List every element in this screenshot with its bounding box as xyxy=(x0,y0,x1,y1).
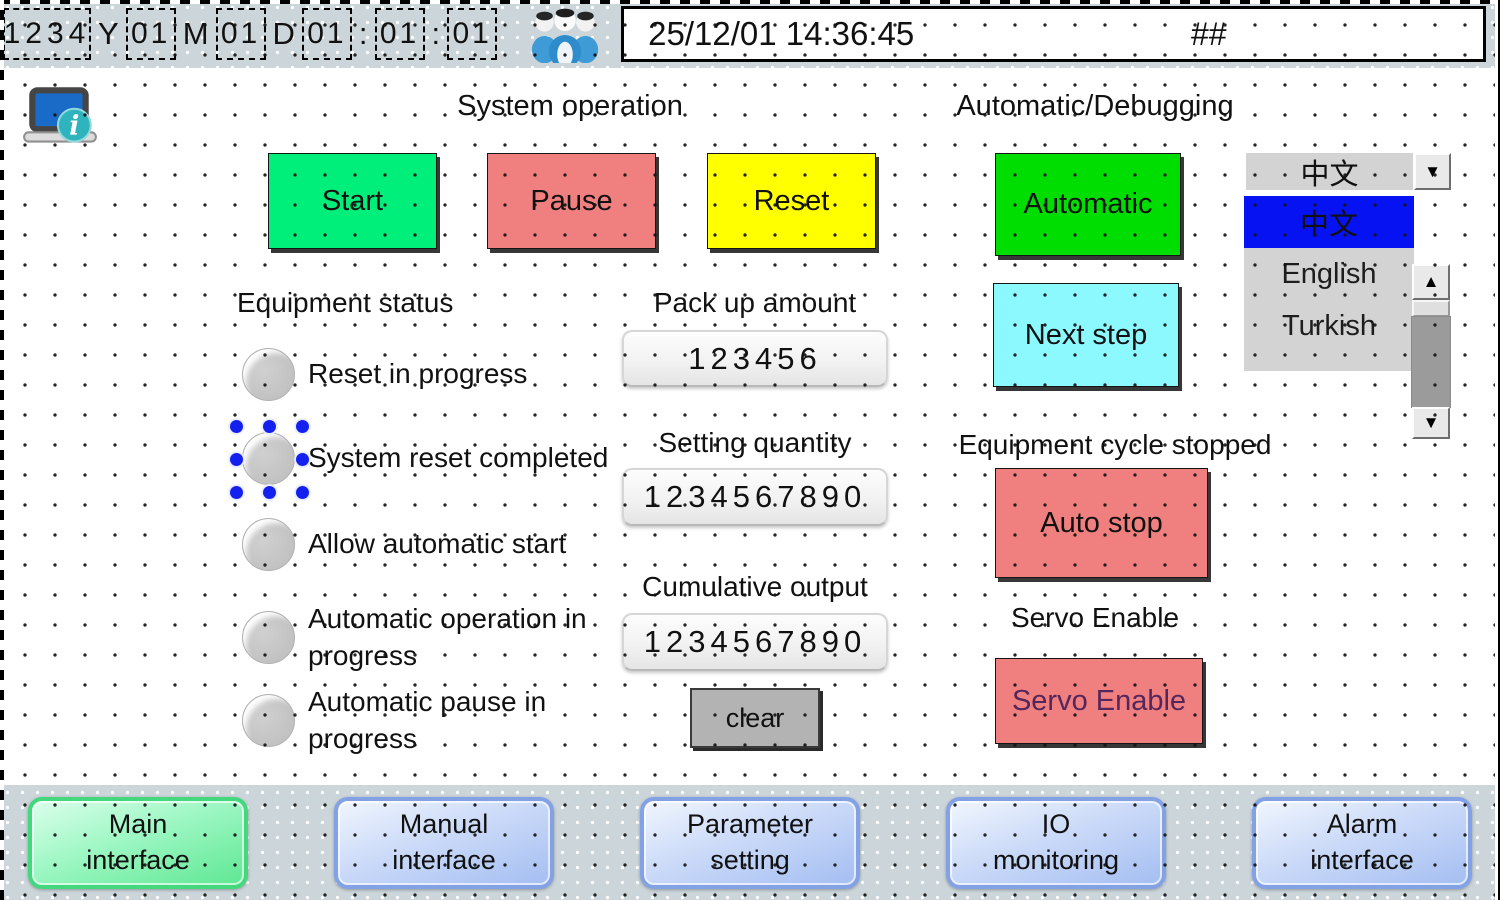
status-lamp-icon xyxy=(242,518,295,571)
language-list-scrollbar: ▲ ▼ xyxy=(1411,264,1451,439)
status-label: System reset completed xyxy=(308,442,609,474)
nav-io-monitoring[interactable]: IO monitoring xyxy=(946,796,1166,889)
selection-handle[interactable] xyxy=(230,453,243,466)
nav-label-line: Parameter xyxy=(686,809,814,840)
hour-field[interactable]: 01 xyxy=(301,8,352,60)
selection-handle[interactable] xyxy=(263,486,276,499)
selection-handle[interactable] xyxy=(230,420,243,433)
language-dropdown-button[interactable]: ▼ xyxy=(1414,153,1451,190)
scrollbar-track[interactable] xyxy=(1412,300,1450,317)
info-letter: i xyxy=(69,110,79,141)
time-colon: : xyxy=(358,16,368,51)
pause-button[interactable]: Pause xyxy=(487,153,656,249)
arrow-up-icon: ▲ xyxy=(1422,272,1440,291)
chevron-down-icon: ▼ xyxy=(1424,161,1441,181)
second-field[interactable]: 01 xyxy=(447,8,498,60)
status-lamp-icon xyxy=(242,611,295,665)
year-field[interactable]: 1234 xyxy=(3,8,91,60)
status-label: Reset in progress xyxy=(308,358,528,390)
setting-quantity-label: Setting quantity xyxy=(658,427,852,458)
nav-manual-interface[interactable]: Manual interface xyxy=(334,796,554,889)
auto-stop-button[interactable]: Auto stop xyxy=(995,468,1208,578)
selection-handle[interactable] xyxy=(263,420,276,433)
status-label: Allow automatic start xyxy=(308,528,567,560)
setting-quantity-field[interactable]: 1234567890 xyxy=(622,468,888,526)
users-group-icon xyxy=(532,8,599,63)
status-label: Automatic pause in progress xyxy=(308,686,547,754)
automatic-button[interactable]: Automatic xyxy=(995,153,1181,256)
status-row: Allow automatic start xyxy=(242,518,566,571)
nav-label-line: IO xyxy=(1041,809,1071,840)
next-step-button[interactable]: Next step xyxy=(993,283,1179,387)
datetime-text: 25/12/01 14:36:45 xyxy=(648,15,915,52)
nav-alarm-interface[interactable]: Alarm interface xyxy=(1252,796,1472,889)
bottom-nav-bar: Main interface Manual interface Paramete… xyxy=(0,785,1500,900)
servo-enable-label: Servo Enable xyxy=(1010,602,1180,633)
selection-marquee-top xyxy=(0,0,1500,4)
selection-handle[interactable] xyxy=(296,486,309,499)
language-option-english[interactable]: English xyxy=(1281,257,1377,290)
month-value: 01 xyxy=(131,17,171,50)
language-option-turkish[interactable]: Turkish xyxy=(1282,309,1376,342)
day-field[interactable]: 01 xyxy=(215,8,266,60)
status-row: Reset in progress xyxy=(242,348,527,401)
second-value: 01 xyxy=(452,17,492,50)
month-field[interactable]: 01 xyxy=(125,8,176,60)
status-row: Automatic operation in progress xyxy=(242,601,643,675)
start-button[interactable]: Start xyxy=(268,153,437,249)
nav-parameter-setting[interactable]: Parameter setting xyxy=(640,796,860,889)
day-value: 01 xyxy=(220,17,261,50)
selection-handle[interactable] xyxy=(296,453,309,466)
scroll-down-button[interactable]: ▼ xyxy=(1412,407,1450,439)
nav-main-interface[interactable]: Main interface xyxy=(28,796,248,889)
top-status-bar: 1234 Y 01 M 01 D 01 : 01 : 01 25/12/01 1… xyxy=(0,0,1500,68)
arrow-down-icon: ▼ xyxy=(1422,413,1440,432)
clear-button[interactable]: clear xyxy=(690,688,820,748)
nav-label-line: Alarm xyxy=(1326,809,1398,840)
nav-label-line: Main xyxy=(108,809,168,840)
language-option-list: 中文 English Turkish xyxy=(1244,196,1414,371)
status-lamp-icon xyxy=(242,694,295,748)
nav-label-line: Manual xyxy=(399,809,489,840)
nav-label-line: setting xyxy=(710,844,790,875)
day-unit-label: D xyxy=(272,16,295,51)
selection-marquee-left xyxy=(0,0,4,900)
equipment-status-label: Equipment status xyxy=(237,287,454,318)
year-value: 1234 xyxy=(3,17,91,50)
selection-handle[interactable] xyxy=(230,486,243,499)
pack-up-amount-label: Pack up amount xyxy=(653,287,857,318)
automatic-debugging-heading: Automatic/Debugging xyxy=(956,90,1234,122)
pack-up-amount-field[interactable]: 123456 xyxy=(622,330,888,387)
servo-enable-button[interactable]: Servo Enable xyxy=(995,658,1203,744)
screen-right-border xyxy=(1495,0,1500,900)
minute-value: 01 xyxy=(379,17,420,50)
system-operation-heading: System operation xyxy=(457,90,683,122)
reset-button[interactable]: Reset xyxy=(707,153,876,249)
datetime-display: 25/12/01 14:36:45 ## xyxy=(621,6,1486,62)
placeholder-value: ## xyxy=(1190,15,1227,52)
equipment-cycle-stopped-label: Equipment cycle stopped xyxy=(958,429,1272,460)
minute-field[interactable]: 01 xyxy=(374,8,425,60)
cumulative-output-field[interactable]: 1234567890 xyxy=(622,613,888,671)
info-monitor-icon[interactable]: i xyxy=(20,86,100,152)
scroll-up-button[interactable]: ▲ xyxy=(1412,264,1450,300)
main-screen: i System operation Automatic/Debugging S… xyxy=(0,68,1500,785)
language-select[interactable]: 中文 xyxy=(1246,153,1413,191)
nav-label-line: interface xyxy=(86,844,190,875)
hour-value: 01 xyxy=(307,17,347,50)
time-colon: : xyxy=(431,16,441,51)
status-lamp-icon xyxy=(242,348,295,401)
nav-label-line: monitoring xyxy=(992,844,1120,875)
nav-label-line: interface xyxy=(392,844,496,875)
year-unit-label: Y xyxy=(98,16,119,51)
status-label: Automatic operation in progress xyxy=(308,603,587,671)
status-lamp-icon xyxy=(242,432,295,485)
language-option-chinese[interactable]: 中文 xyxy=(1244,196,1414,248)
scrollbar-thumb[interactable] xyxy=(1411,316,1451,408)
nav-label-line: interface xyxy=(1310,844,1414,875)
cumulative-output-label: Cumulative output xyxy=(642,571,868,602)
status-row: Automatic pause in progress xyxy=(242,684,643,758)
month-unit-label: M xyxy=(182,16,209,51)
selection-handle[interactable] xyxy=(296,420,309,433)
